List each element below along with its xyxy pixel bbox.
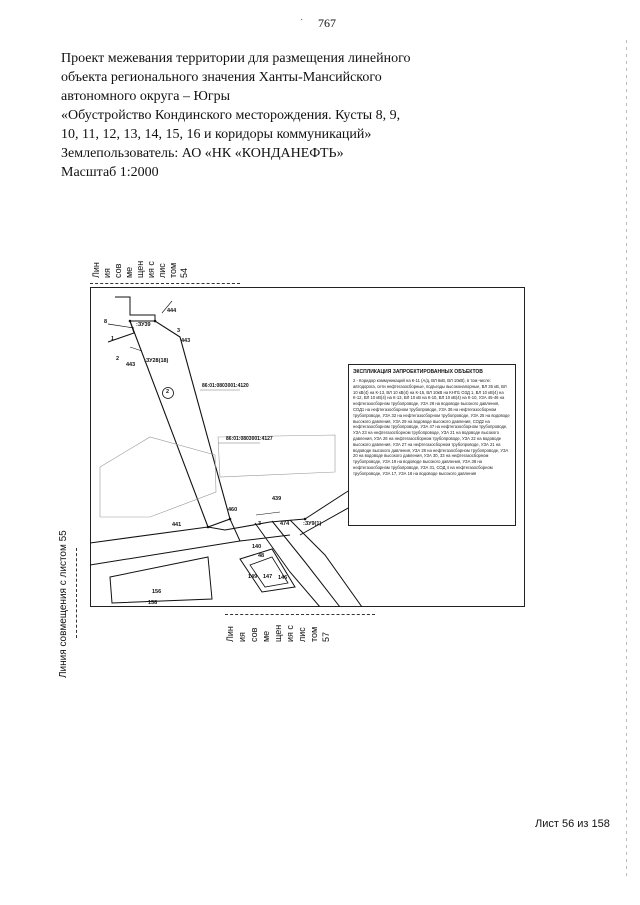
branch-line-1 <box>254 522 321 607</box>
header-line: Проект межевания территории для размещен… <box>61 51 411 66</box>
top-split-word: 54 <box>179 267 189 278</box>
bottom-split-word: Лин <box>225 626 235 642</box>
scan-mark: ˙ <box>300 18 304 29</box>
map-label: :ЗУ39 <box>136 322 151 328</box>
map-label: 443 <box>126 362 136 368</box>
top-split-word: сов <box>113 263 123 278</box>
map-label: 149 <box>248 574 258 580</box>
top-split-word: ия с <box>146 261 156 278</box>
top-split-word: ия <box>102 268 112 278</box>
corridor-junction <box>229 518 241 542</box>
header-line: объекта регионального значения Ханты-Ман… <box>61 70 382 85</box>
survey-point <box>128 319 132 323</box>
map-label: 444 <box>167 308 177 314</box>
bottom-left-parcel <box>109 556 213 604</box>
parcel-notch <box>115 296 156 322</box>
survey-point <box>153 319 157 323</box>
header-line: Землепользователь: АО «НК «КОНДАНЕФТЬ» <box>61 146 344 161</box>
survey-map <box>90 287 525 607</box>
map-label: :ЗУ28(18) <box>144 358 169 364</box>
leader-zu28 <box>129 346 143 352</box>
header-line: Масштаб 1:2000 <box>61 165 159 180</box>
inner-parcel-1-inner <box>249 556 289 588</box>
header-line: «Обустройство Кондинского месторождения.… <box>61 108 401 123</box>
header-line: автономного округа – Югры <box>61 89 230 104</box>
corridor-number-circle <box>162 387 174 399</box>
survey-leader <box>107 323 135 329</box>
bottom-split-word: том <box>309 626 319 642</box>
legend-title: ЭКСПЛИКАЦИЯ ЗАПРОЕКТИРОВАННЫХ ОБЪЕКТОВ <box>353 369 483 375</box>
bottom-split-line <box>225 614 375 615</box>
sheet-number: Лист 56 из 158 <box>535 818 610 830</box>
map-label: 441 <box>172 522 182 528</box>
map-label: :ЗУ9(1) <box>303 521 322 527</box>
map-label: 1 <box>111 336 115 342</box>
map-label: 158 <box>148 600 158 606</box>
leader-474 <box>255 511 281 516</box>
legend-text: 2 - Коридор коммуникаций на К-11 (А/д, В… <box>353 378 510 476</box>
top-split-word: том <box>168 262 178 278</box>
map-label: 3 <box>177 328 181 334</box>
bottom-split-word: сов <box>249 627 259 642</box>
survey-point <box>303 517 307 521</box>
map-label: 2 <box>116 356 120 362</box>
bottom-split-word: ия с <box>285 625 295 642</box>
map-label: 460 <box>228 507 238 513</box>
map-label: 147 <box>263 574 273 580</box>
map-label: 443 <box>181 338 191 344</box>
adjacent-parcel-left <box>99 436 217 518</box>
top-split-word: Лин <box>91 262 101 278</box>
bottom-split-word: щен <box>273 624 283 642</box>
corridor-number: 2 <box>166 389 170 395</box>
cadastral-number: 86:01:0803001:4127 <box>226 436 273 442</box>
top-split-line <box>90 283 240 284</box>
top-split-word: ме <box>124 266 134 278</box>
side-split-line <box>76 548 77 638</box>
leader-444 <box>161 300 173 314</box>
survey-point <box>228 517 232 521</box>
top-split-word: щен <box>135 260 145 278</box>
legend-explication: ЭКСПЛИКАЦИЯ ЗАПРОЕКТИРОВАННЫХ ОБЪЕКТОВ 2… <box>348 364 516 526</box>
map-label: 156 <box>152 589 162 595</box>
map-label: 146 <box>278 575 288 581</box>
inner-parcel-1 <box>239 548 296 593</box>
page-number: 767 <box>318 16 336 30</box>
corridor-top-edge <box>90 518 306 544</box>
map-label: 48 <box>258 553 265 559</box>
side-split-caption: Линия совмещения с листом 55 <box>58 530 69 678</box>
branch-line-2 <box>271 520 341 607</box>
map-label: 439 <box>272 496 282 502</box>
document-header: Проект межевания территории для размещен… <box>61 49 501 182</box>
adjacent-parcel-right <box>217 434 336 478</box>
branch-line-3 <box>289 519 363 607</box>
cadastral-number: 86:01:0803001:4120 <box>202 383 249 389</box>
map-label: 3 <box>258 521 262 527</box>
corridor-left-edge <box>107 320 135 343</box>
map-frame <box>90 287 525 607</box>
scan-edge <box>626 40 627 880</box>
map-label: 8 <box>104 319 108 325</box>
bottom-split-word: лис <box>297 627 307 642</box>
bottom-split-word: ме <box>261 630 271 642</box>
header-line: 10, 11, 12, 13, 14, 15, 16 и коридоры ко… <box>61 127 372 142</box>
diagonal-corridor <box>129 320 231 528</box>
corridor-bottom-edge <box>90 534 291 566</box>
bottom-split-word: 57 <box>321 631 331 642</box>
map-label: 140 <box>252 544 262 550</box>
map-label: 474 <box>280 521 290 527</box>
survey-point <box>206 525 210 529</box>
bottom-split-word: ия <box>237 632 247 642</box>
top-split-word: лис <box>157 263 167 278</box>
